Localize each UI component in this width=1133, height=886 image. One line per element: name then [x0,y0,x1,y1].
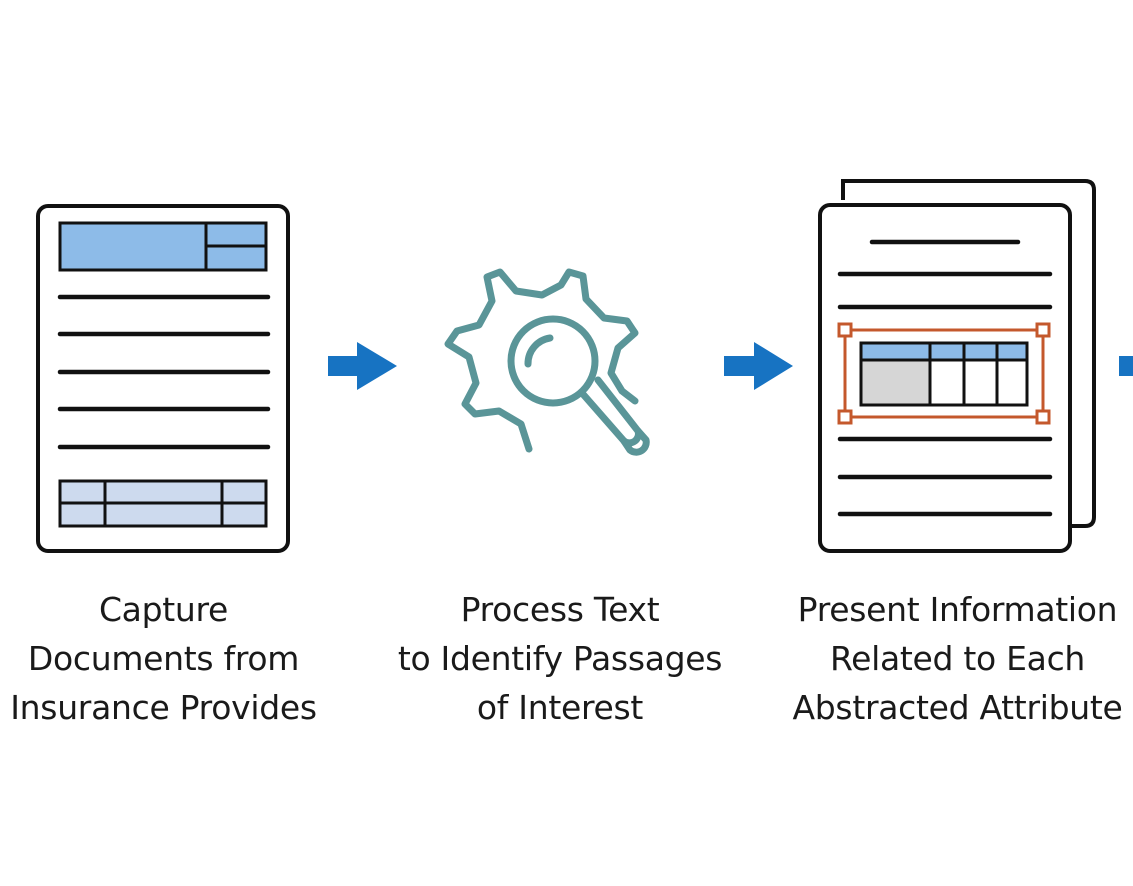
caption-line: Insurance Provides [10,688,317,727]
caption-line: Related to Each [829,639,1086,678]
caption-line: Documents from [27,639,300,678]
step-3-caption: Present Information Related to Each Abst… [782,585,1133,732]
caption-line: of Interest [476,688,644,727]
arrow-right-icon [1119,356,1133,376]
caption-line: Process Text [460,590,660,629]
caption-line: Capture [98,590,229,629]
arrow-right-icon [724,342,793,390]
step-1-caption: Capture Documents from Insurance Provide… [0,585,327,732]
step-2-caption: Process Text to Identify Passages of Int… [385,585,735,732]
gear-magnifier-icon [444,268,650,456]
document-form-icon [36,204,290,553]
caption-line: to Identify Passages [397,639,723,678]
caption-line: Present Information [797,590,1118,629]
arrow-right-icon [328,342,397,390]
caption-line: Abstracted Attribute [792,688,1123,727]
document-table-highlight-icon [818,178,1096,553]
